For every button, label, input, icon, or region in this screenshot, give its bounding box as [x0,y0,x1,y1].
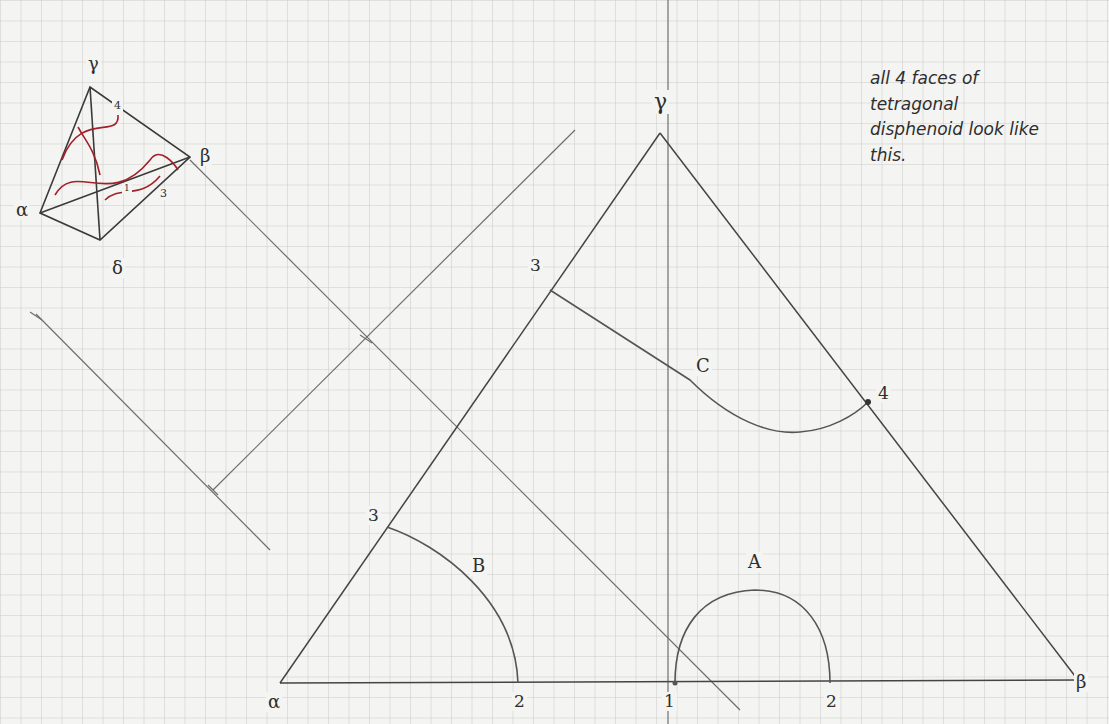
point-label: β [198,146,212,166]
point-label: 2 [512,692,527,711]
point-label: 3 [158,188,169,200]
point-label: 1 [122,184,132,194]
point-label: 4 [876,384,891,403]
point-label: α [266,692,282,712]
point-label: β [1074,672,1088,692]
point-label: δ [110,258,125,278]
point-label: γ [652,90,669,114]
point-label: α [14,200,30,220]
point-label: B [470,556,487,576]
point-label: γ [86,54,101,74]
point-label: A [746,552,763,572]
point-label: 3 [528,256,543,275]
point-label: 3 [366,506,381,525]
point-label: 4 [112,100,123,112]
point-label: 1 [662,692,677,711]
handwritten-note: all 4 faces of tetragonal disphenoid loo… [868,66,1047,168]
point-label: 2 [824,692,839,711]
point-label: C [694,356,712,376]
